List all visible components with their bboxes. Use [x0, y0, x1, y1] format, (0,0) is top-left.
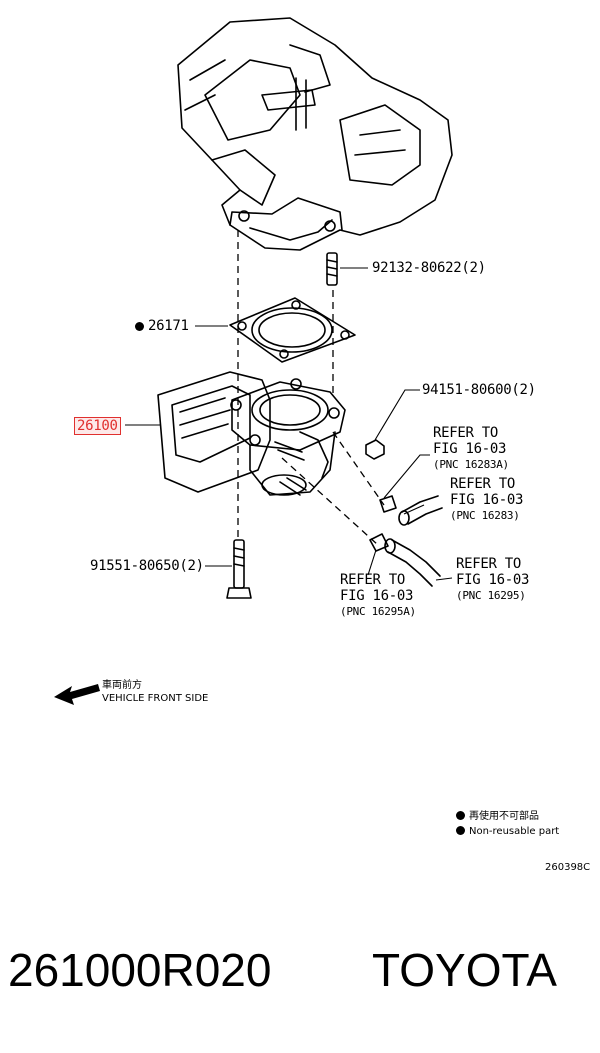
front-direction-arrow — [54, 684, 100, 705]
figure-code: 260398C — [545, 862, 591, 873]
hose-16283 — [398, 495, 443, 526]
gasket-26171 — [229, 297, 356, 363]
part-label-26171: 26171 — [135, 318, 189, 334]
vehicle-front-side-label: 車両前方 VEHICLE FRONT SIDE — [102, 679, 208, 705]
bolt-91551 — [226, 539, 252, 599]
refer-16295[interactable]: REFER TO FIG 16-03 (PNC 16295) — [456, 556, 529, 604]
refer-pnc: (PNC 16295) — [456, 589, 526, 602]
refer-pnc: (PNC 16295A) — [340, 605, 416, 618]
non-reusable-legend: 再使用不可部品 Non-reusable part — [456, 810, 559, 838]
direction-en: VEHICLE FRONT SIDE — [102, 693, 209, 704]
nut-94151 — [365, 439, 385, 460]
refer-16295a[interactable]: REFER TO FIG 16-03 (PNC 16295A) — [340, 572, 416, 620]
direction-jp: 車両前方 — [102, 680, 142, 691]
refer-16283a[interactable]: REFER TO FIG 16-03 (PNC 16283A) — [433, 425, 509, 473]
clamp-16295a — [369, 533, 389, 552]
refer-line1: REFER TO — [433, 425, 499, 441]
part-label-26100[interactable]: 26100 — [74, 417, 121, 435]
legend-dot-icon — [456, 811, 465, 820]
leader-lines — [125, 267, 453, 581]
refer-line1: REFER TO — [450, 476, 516, 492]
part-label-92132: 92132-80622(2) — [372, 260, 486, 276]
footer-brand: TOYOTA — [372, 944, 557, 996]
refer-line2: FIG 16-03 — [450, 492, 524, 508]
part-number-26171: 26171 — [148, 318, 189, 334]
stud-92132 — [326, 252, 338, 286]
intake-manifold — [177, 17, 453, 251]
alignment-lines — [237, 230, 385, 546]
refer-line1: REFER TO — [456, 556, 522, 572]
non-reusable-dot-icon — [135, 322, 144, 331]
legend-en: Non-reusable part — [469, 826, 560, 837]
refer-pnc: (PNC 16283) — [450, 509, 520, 522]
refer-pnc: (PNC 16283A) — [433, 458, 509, 471]
refer-16283[interactable]: REFER TO FIG 16-03 (PNC 16283) — [450, 476, 523, 524]
legend-dot-icon — [456, 826, 465, 835]
footer-part-number: 261000R020 — [8, 944, 272, 996]
exploded-parts-diagram — [54, 17, 453, 705]
refer-line2: FIG 16-03 — [340, 588, 414, 604]
part-label-91551: 91551-80650(2) — [90, 558, 204, 574]
part-label-94151: 94151-80600(2) — [422, 382, 536, 398]
throttle-body-26100 — [157, 371, 346, 496]
refer-line2: FIG 16-03 — [456, 572, 530, 588]
legend-jp-row: 再使用不可部品 — [456, 810, 559, 823]
legend-en-row: Non-reusable part — [456, 825, 559, 838]
hose-16295 — [384, 538, 441, 587]
refer-line2: FIG 16-03 — [433, 441, 507, 457]
legend-jp: 再使用不可部品 — [469, 811, 539, 822]
refer-line1: REFER TO — [340, 572, 406, 588]
clamp-16283a — [379, 495, 397, 513]
